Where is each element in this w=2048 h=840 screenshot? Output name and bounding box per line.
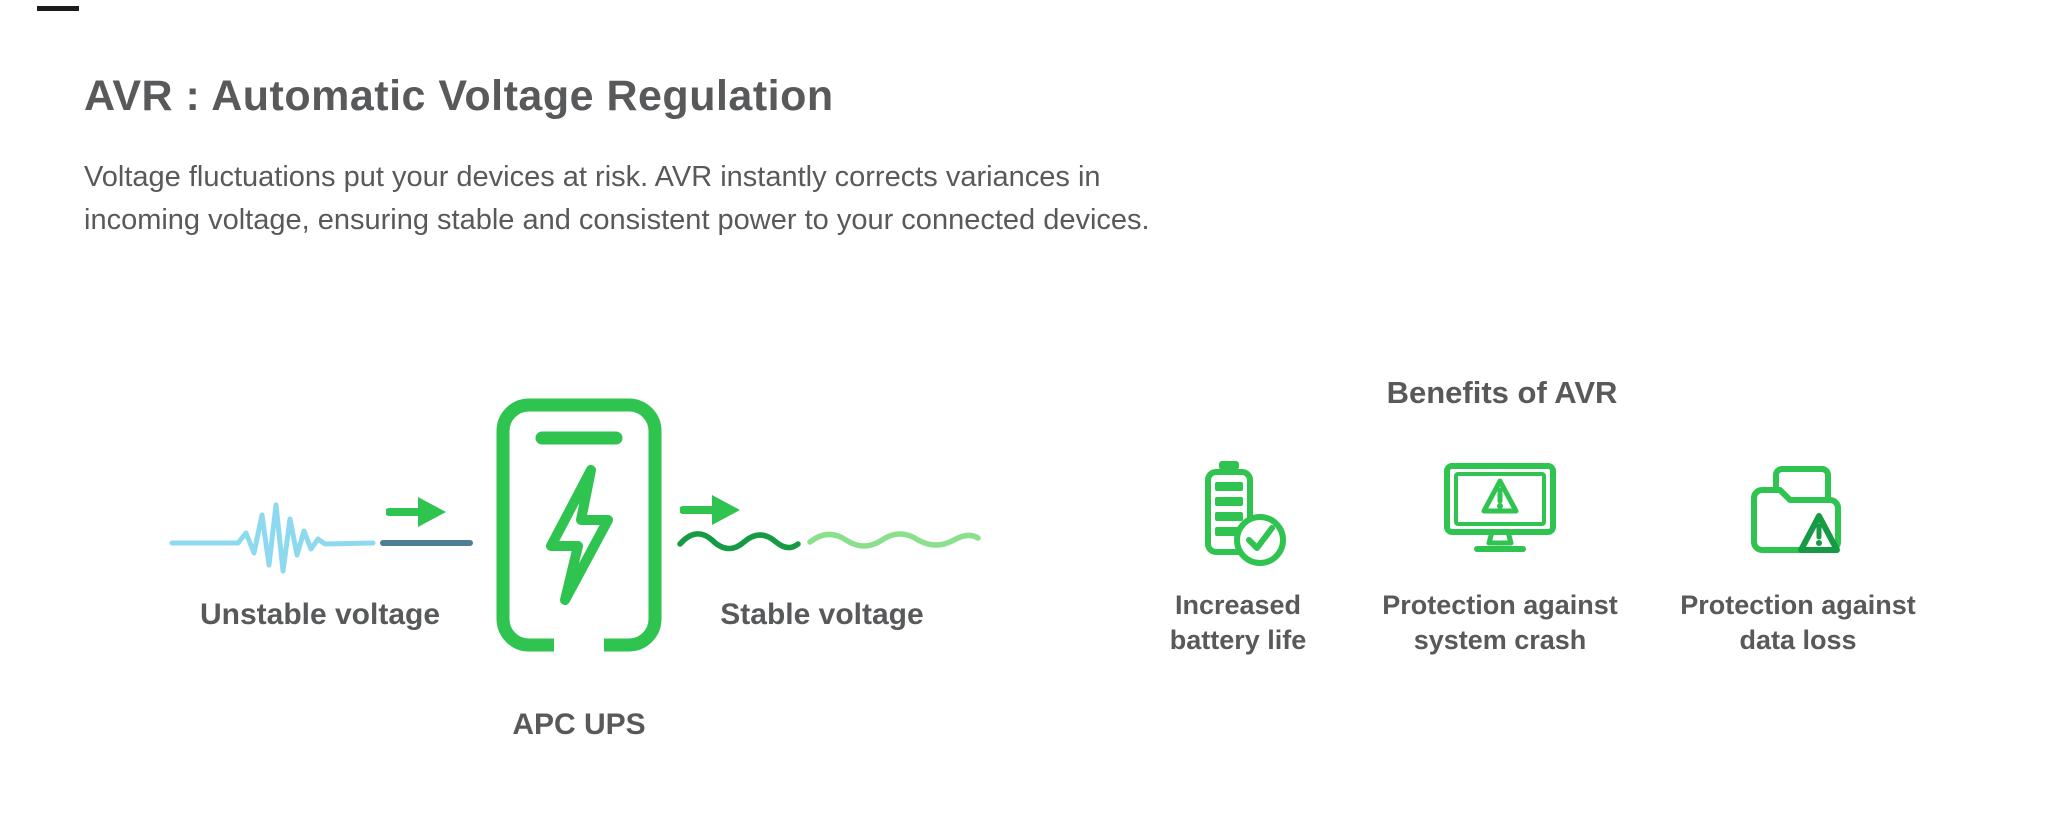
folder-warning-icon <box>1751 466 1841 553</box>
ups-device-label: APC UPS <box>512 708 646 741</box>
benefit-label-battery: Increased battery life <box>1169 590 1307 656</box>
benefit-label-data-loss: Protection against data loss <box>1680 590 1916 656</box>
page-subtitle: Voltage fluctuations put your devices at… <box>84 161 1150 236</box>
flow-arrow-left-icon <box>386 497 446 527</box>
ups-lightning-icon <box>496 398 662 655</box>
top-left-border-artifact <box>37 6 79 11</box>
benefits-heading: Benefits of AVR <box>1386 375 1618 410</box>
unstable-voltage-label: Unstable voltage <box>199 598 441 631</box>
benefit-label-system-crash: Protection against system crash <box>1382 590 1618 656</box>
page-title: AVR : Automatic Voltage Regulation <box>84 72 834 120</box>
battery-check-icon <box>1205 461 1286 566</box>
stable-voltage-wave-icon <box>677 531 981 552</box>
flow-arrow-right-icon <box>680 495 740 525</box>
stable-voltage-label: Stable voltage <box>720 598 924 631</box>
unstable-voltage-wave-icon <box>169 502 473 574</box>
monitor-warning-icon <box>1444 463 1556 552</box>
